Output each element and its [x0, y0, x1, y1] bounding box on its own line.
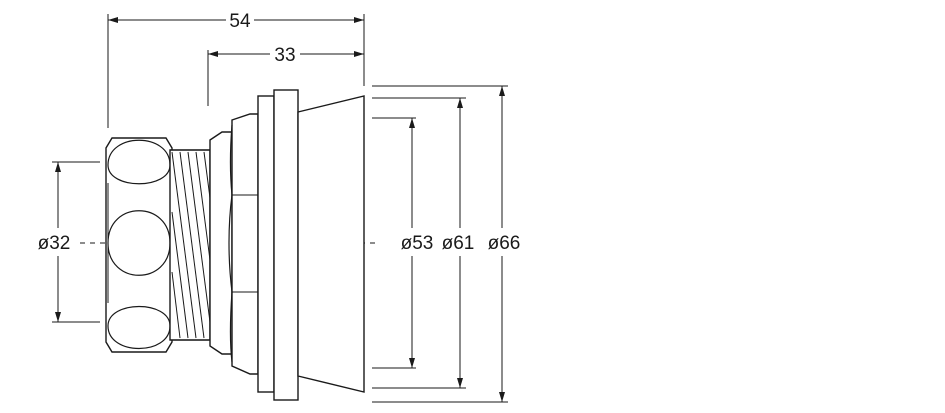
dim-thread-diameter: ø32 — [38, 161, 100, 323]
dim-overall-length: 54 — [107, 11, 365, 128]
dim-outer-diameter-label: ø66 — [488, 233, 521, 254]
dim-inner-diameter: ø53 — [372, 117, 434, 369]
conical-head — [297, 95, 365, 393]
dim-middle-diameter-label: ø61 — [442, 233, 475, 254]
dim-thread-diameter-label: ø32 — [38, 233, 71, 254]
dim-middle-diameter: ø61 — [372, 97, 475, 389]
lock-nut — [209, 113, 259, 375]
hex-nut — [105, 137, 173, 353]
dim-inner-diameter-label: ø53 — [401, 233, 434, 254]
dim-outer-diameter: ø66 — [372, 85, 521, 403]
dim-body-length: 33 — [207, 45, 364, 106]
dim-body-length-label: 33 — [274, 45, 295, 66]
threaded-section — [169, 149, 211, 341]
flange — [257, 89, 299, 401]
dim-overall-length-label: 54 — [229, 11, 251, 32]
